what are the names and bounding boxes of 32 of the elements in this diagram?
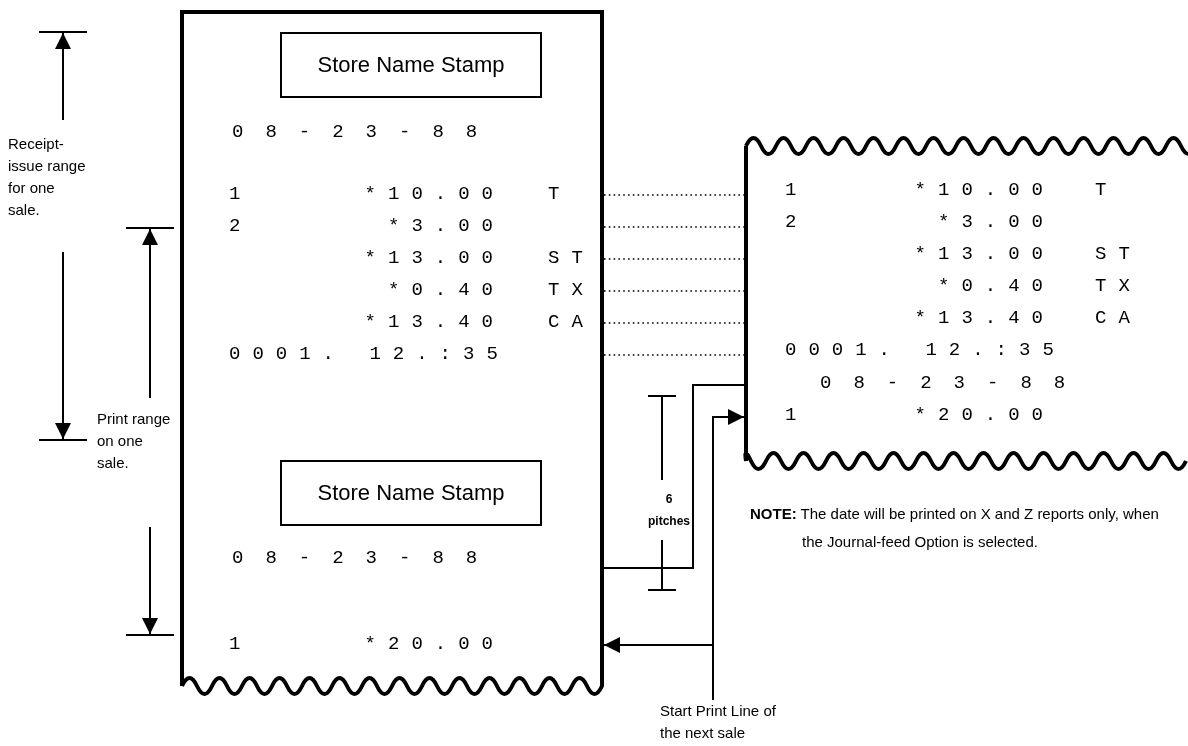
- stamp-box: Store Name Stamp: [280, 32, 542, 98]
- receipt-line: 2 *3.00: [186, 214, 604, 240]
- range-label: Receipt-issue range for one sale.: [8, 134, 87, 220]
- journal-line: *13.00 ST: [744, 242, 1186, 268]
- connector-line: [603, 384, 745, 569]
- journal-line: 2 *3.00: [744, 210, 1186, 236]
- journal-line: 1 *20.00: [744, 403, 1186, 429]
- receipt-line: *13.00 ST: [186, 246, 604, 272]
- dotted-line: [603, 194, 745, 196]
- start-line-label: Start Print Line of the next sale: [660, 700, 778, 744]
- journal-line: *0.40 TX: [744, 274, 1186, 300]
- receipt-line: *13.40 CA: [186, 310, 604, 336]
- arrow: [712, 409, 745, 701]
- journal-line: *13.40 CA: [744, 306, 1186, 332]
- range-label: Print range on one sale.: [97, 409, 172, 473]
- date-line: 08-23-88: [186, 546, 604, 572]
- receipt-line: 1 *20.00: [186, 632, 604, 658]
- pitch-label: 6 pitches: [647, 491, 691, 530]
- receipt-line: *0.40 TX: [186, 278, 604, 304]
- dotted-line: [603, 226, 745, 228]
- stamp-box: Store Name Stamp: [280, 460, 542, 526]
- receipt-line: 0001. 12.:35: [186, 342, 604, 368]
- receipt-line: 1 *10.00 T: [186, 182, 604, 208]
- journal-line: 1 *10.00 T: [744, 178, 1186, 204]
- date-line: 08-23-88: [744, 371, 1186, 397]
- note-text: NOTE: The date will be printed on X and Z reports only, when the Journal-feed Option is selected.: [750, 504, 1160, 552]
- dotted-line: [603, 290, 745, 292]
- date-line: 08-23-88: [186, 120, 604, 146]
- dotted-line: [603, 258, 745, 260]
- dotted-line: [603, 322, 745, 324]
- dotted-line: [603, 354, 745, 356]
- journal-line: 0001. 12.:35: [744, 338, 1186, 364]
